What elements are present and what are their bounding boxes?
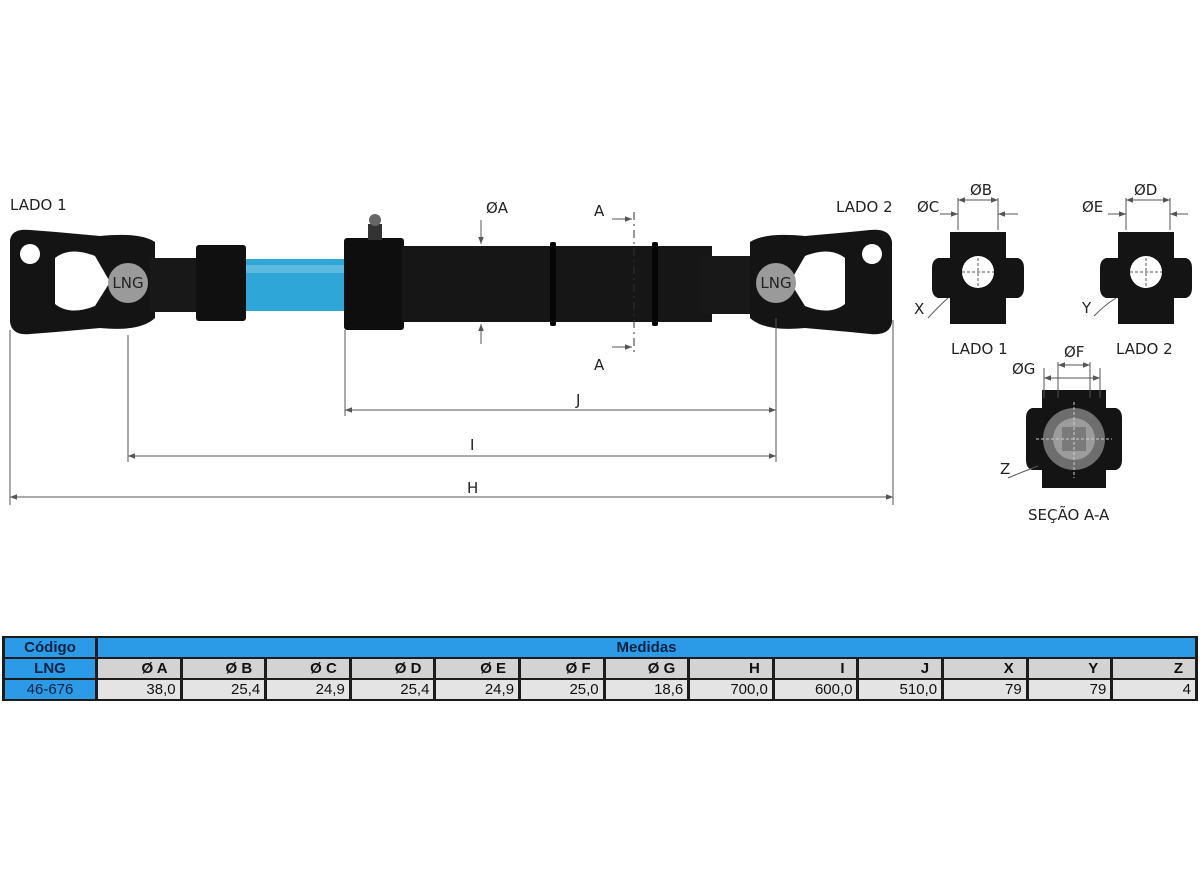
dia-f-label: ØF	[1064, 343, 1084, 361]
dia-e-label: ØE	[1082, 198, 1103, 216]
table-cell: 79	[1028, 680, 1111, 699]
table-cell: 18,6	[605, 680, 688, 699]
technical-drawing: LNG LNG LADO 1 LADO 2 ØA	[9, 181, 1192, 524]
column-header: J	[859, 659, 942, 678]
table-cell: 79	[944, 680, 1026, 699]
dim-j-label: J	[575, 391, 580, 409]
column-header: Ø F	[521, 659, 603, 678]
table-cell: 38,0	[98, 680, 180, 699]
left-yoke: LNG	[10, 229, 200, 335]
dia-c-label: ØC	[917, 198, 939, 216]
left-yoke-brand: LNG	[112, 274, 143, 292]
section-mark-top: A	[594, 202, 605, 220]
table-cell: 600,0	[774, 680, 857, 699]
table-cell: 25,0	[521, 680, 603, 699]
right-cross-cap	[756, 263, 796, 303]
end-view-1-caption: LADO 1	[951, 340, 1008, 358]
left-collar	[196, 245, 246, 321]
slip-housing	[344, 214, 760, 330]
column-header: Ø C	[267, 659, 349, 678]
right-yoke: LNG	[750, 229, 892, 335]
measures-header: Medidas	[98, 638, 1195, 657]
column-header: Ø D	[351, 659, 434, 678]
table-cell: 25,4	[182, 680, 265, 699]
column-header: Z	[1113, 659, 1195, 678]
code-header: Código	[5, 638, 95, 657]
spec-table: Código Medidas LNG Ø A Ø B Ø C Ø D Ø E Ø…	[2, 636, 1198, 701]
column-header: X	[944, 659, 1026, 678]
column-header: Ø B	[182, 659, 265, 678]
column-header: I	[774, 659, 857, 678]
dia-d-label: ØD	[1134, 181, 1157, 199]
column-header: Ø A	[98, 659, 180, 678]
table-cell: 25,4	[351, 680, 434, 699]
table-subheader-row: LNG Ø A Ø B Ø C Ø D Ø E Ø F Ø G H I J X …	[5, 659, 1195, 678]
dim-i-label: I	[470, 436, 474, 454]
section-a-a-view: ØG ØF Z SEÇÃO A-A	[1000, 343, 1122, 524]
table-header-row: Código Medidas	[5, 638, 1195, 657]
dia-b-label: ØB	[970, 181, 992, 199]
grease-fitting	[368, 224, 382, 240]
side2-label: LADO 2	[836, 198, 893, 216]
left-cross-cap	[108, 263, 148, 303]
section-mark-bottom: A	[594, 356, 605, 374]
table-cell: 24,9	[436, 680, 519, 699]
table-cell: 4	[1113, 680, 1195, 699]
dia-g-label: ØG	[1012, 360, 1035, 378]
callout-x: X	[914, 300, 924, 318]
column-header: Y	[1028, 659, 1111, 678]
end-view-2-caption: LADO 2	[1116, 340, 1173, 358]
code-subheader: LNG	[5, 659, 95, 678]
callout-z: Z	[1000, 460, 1010, 478]
right-yoke-brand: LNG	[760, 274, 791, 292]
table-cell: 510,0	[859, 680, 942, 699]
table-cell: 24,9	[267, 680, 349, 699]
column-header: H	[690, 659, 772, 678]
side1-label: LADO 1	[10, 196, 67, 214]
table-row: 46-676 38,0 25,4 24,9 25,4 24,9 25,0 18,…	[5, 680, 1195, 699]
column-header: Ø E	[436, 659, 519, 678]
callout-y: Y	[1081, 299, 1092, 317]
column-header: Ø G	[605, 659, 688, 678]
section-caption: SEÇÃO A-A	[1028, 505, 1110, 524]
dia-a-label: ØA	[486, 199, 509, 217]
table-cell: 700,0	[690, 680, 772, 699]
row-code: 46-676	[5, 680, 95, 699]
driveshaft-side-view: LNG LNG LADO 1 LADO 2 ØA	[9, 196, 894, 505]
end-view-lado-1: ØC ØB X LADO 1	[914, 181, 1024, 358]
dim-h-label: H	[467, 479, 478, 497]
end-view-lado-2: ØE ØD Y LADO 2	[1081, 181, 1192, 358]
